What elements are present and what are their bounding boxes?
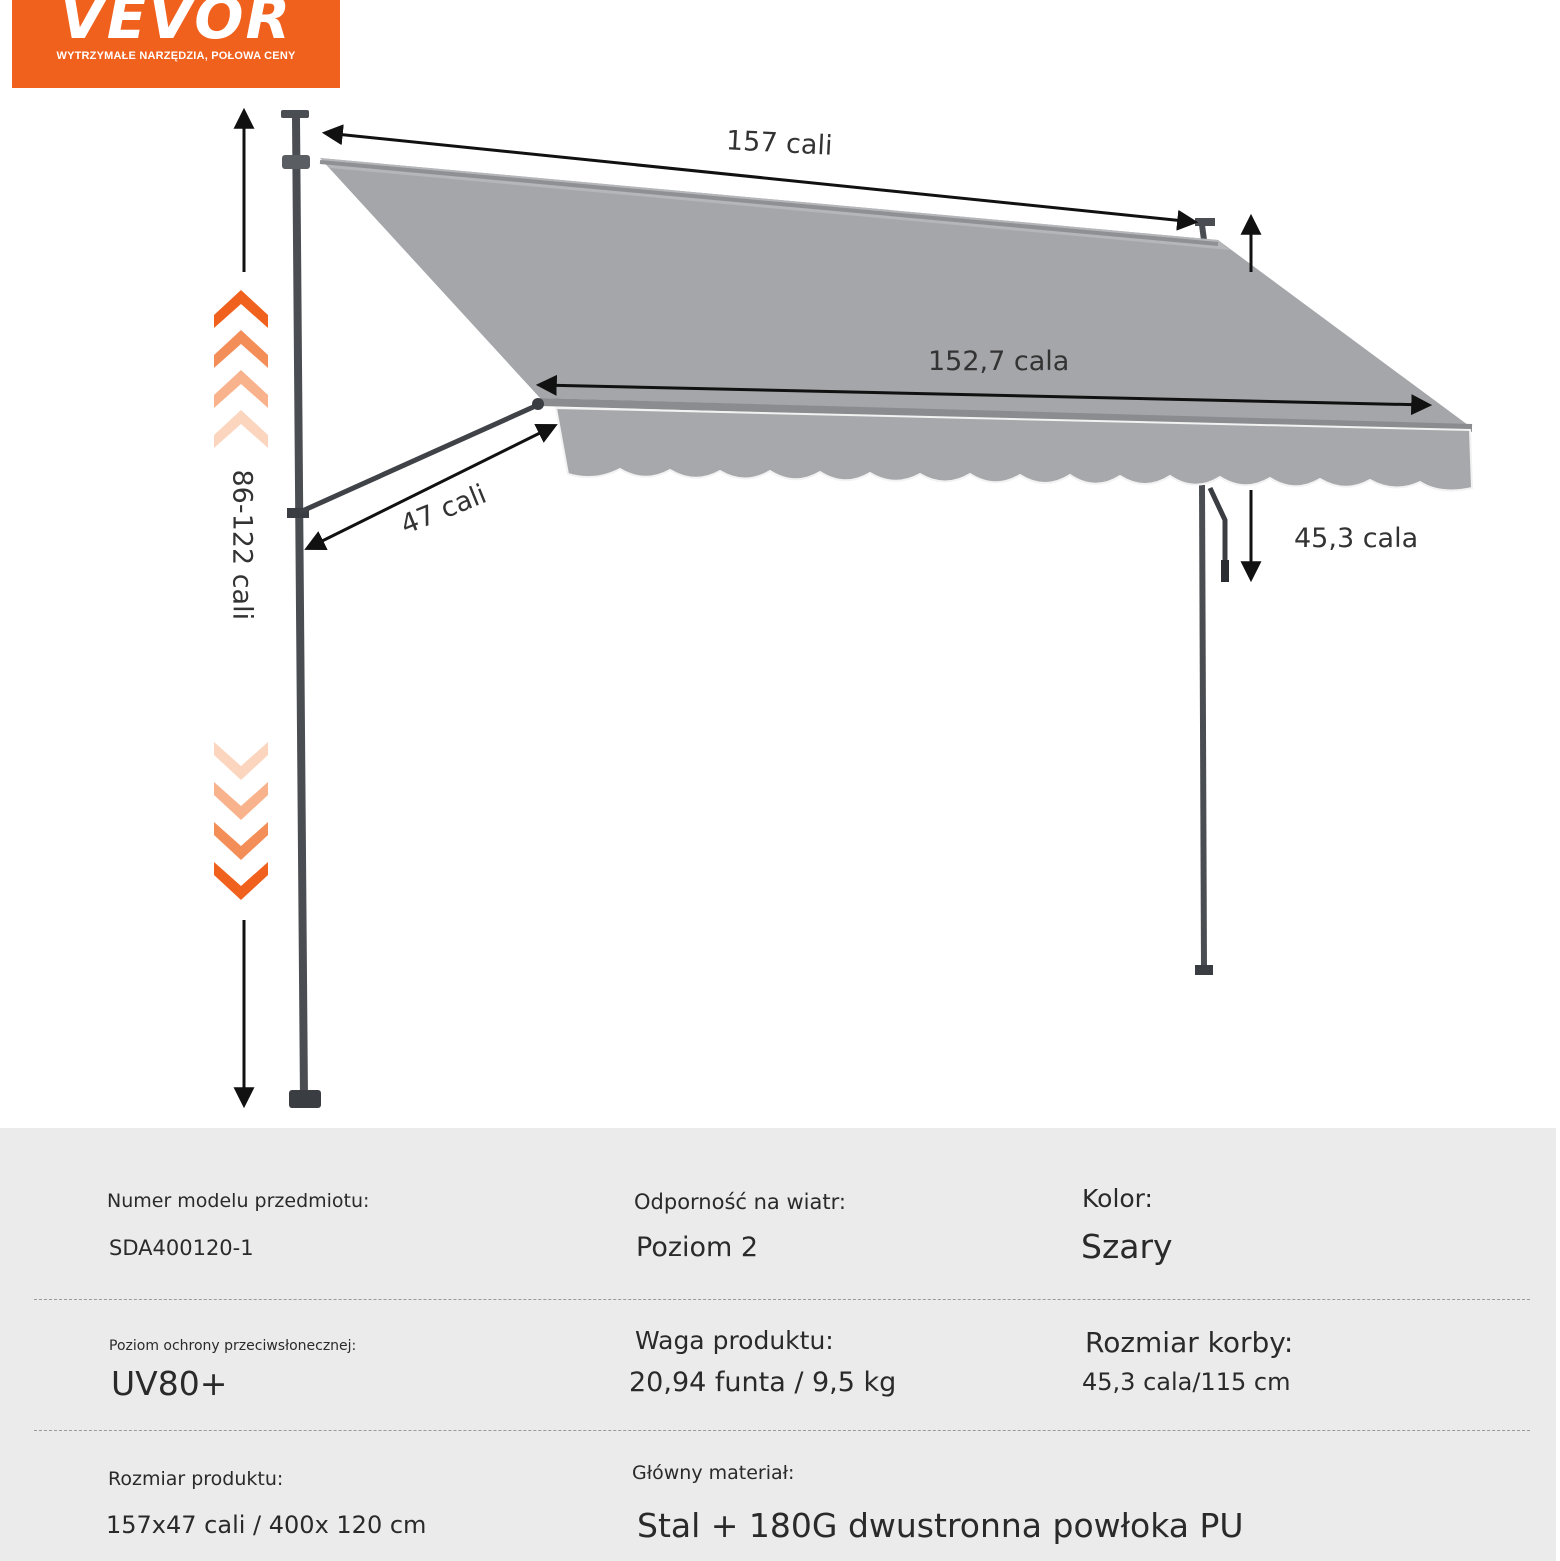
height-label: 86-122 cali [226,469,258,621]
awning-canopy [319,158,1474,492]
crank-length-label: 45,3 cala [1294,523,1419,554]
brand-name: VEVOR [59,0,293,52]
length-label: 157 cali [725,125,834,162]
specs-panel: Numer modelu przedmiotu: SDA400120-1 Odp… [0,1128,1556,1561]
width-label: 152,7 cala [928,346,1070,377]
left-pole [281,110,321,1108]
width-arrow [535,374,1433,416]
length-arrow [321,124,1199,231]
size-value: 157x47 cali / 400x 120 cm [106,1511,427,1539]
arm-arrow [304,424,558,550]
weight-label: Waga produktu: [635,1326,834,1355]
vevor-logo: VEVOR WYTRZYMAŁE NARZĘDZIA, POŁOWA CENY [12,0,340,88]
wind-value: Poziom 2 [636,1232,759,1263]
crank-size-label: Rozmiar korby: [1085,1326,1294,1359]
uv-label: Poziom ochrony przeciwsłonecznej: [109,1338,357,1354]
model-value: SDA400120-1 [109,1236,254,1260]
chevron-down-icon [214,742,268,900]
divider [34,1430,1530,1431]
color-label: Kolor: [1082,1184,1153,1213]
support-arm [298,398,544,515]
color-value: Szary [1081,1227,1173,1266]
weight-value: 20,94 funta / 9,5 kg [629,1367,897,1398]
wind-label: Odporność na wiatr: [634,1190,846,1214]
uv-value: UV80+ [111,1364,228,1403]
model-label: Numer modelu przedmiotu: [107,1190,370,1212]
brand-tagline: WYTRZYMAŁE NARZĘDZIA, POŁOWA CENY [56,50,296,62]
divider [34,1299,1530,1300]
crank-handle [1207,486,1229,582]
right-pole [1195,218,1215,975]
size-label: Rozmiar produktu: [108,1468,284,1490]
awning-diagram [214,107,1474,1109]
crank-size-value: 45,3 cala/115 cm [1082,1368,1291,1396]
material-value: Stal + 180G dwustronna powłoka PU [637,1506,1244,1545]
chevron-up-icon [214,290,268,448]
material-label: Główny materiał: [632,1462,795,1484]
